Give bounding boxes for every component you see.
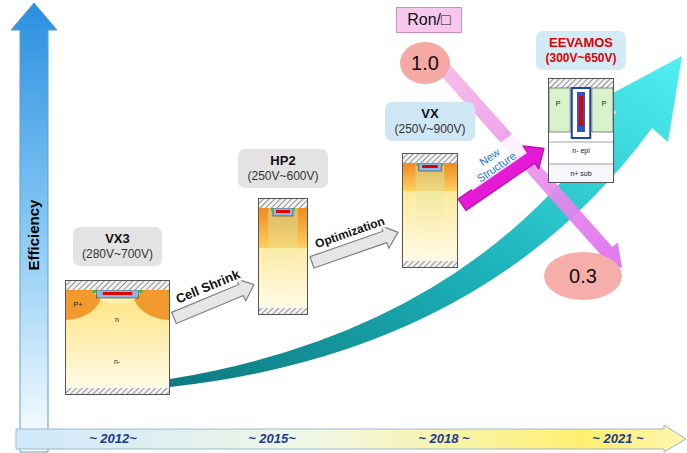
region-label: n- epi (572, 147, 590, 155)
device-cross-section (65, 280, 170, 395)
ratio-value: 0.3 (569, 265, 597, 288)
region-label: n (115, 316, 119, 324)
region-label: P (602, 100, 607, 108)
region-label: P+ (74, 301, 83, 309)
ratio-value: 1.0 (411, 52, 439, 75)
device-cross-section (258, 198, 308, 315)
year-tick: ~ 2018 ~ (418, 432, 469, 446)
device-heading: VX3(280V~700V) (73, 227, 162, 266)
year-tick: ~ 2012~ (89, 432, 137, 446)
voltage-range: (300V~650V) (545, 51, 616, 66)
year-tick: ~ 2021 ~ (592, 432, 643, 446)
voltage-range: (250V~600V) (247, 169, 318, 184)
device-panel: HP2(250V~600V) (258, 198, 308, 315)
device-heading: EEVAMOS(300V~650V) (536, 31, 625, 70)
voltage-range: (250V~900V) (394, 122, 465, 137)
device-name: EEVAMOS (545, 35, 616, 51)
value-ellipse: 0.3 (543, 251, 623, 301)
value-ellipse: 1.0 (399, 41, 451, 85)
device-panel: VX3(280V~700V) (65, 280, 170, 395)
device-cross-section (548, 78, 614, 183)
y-axis-arrow (11, 3, 57, 452)
device-heading: HP2(250V~600V) (238, 149, 327, 188)
efficiency-trend-arrow (170, 56, 682, 387)
metric-name: Ron/□ (407, 10, 450, 29)
device-name: VX (394, 106, 465, 122)
axis-title: Efficiency (26, 200, 43, 271)
device-cross-section (402, 153, 458, 268)
region-label: P (556, 100, 561, 108)
device-panel: EEVAMOS(300V~650V) (548, 78, 614, 183)
region-label: n- (114, 358, 120, 366)
device-name: HP2 (247, 153, 318, 169)
x-axis-arrow (16, 425, 686, 452)
device-name: VX3 (82, 231, 153, 247)
device-panel: VX(250V~900V) (402, 153, 458, 268)
year-tick: ~ 2015~ (248, 432, 296, 446)
device-heading: VX(250V~900V) (385, 102, 474, 141)
metric-label-box: Ron/□ (396, 7, 461, 32)
voltage-range: (280V~700V) (82, 247, 153, 262)
region-label: n+ sub (570, 170, 591, 178)
